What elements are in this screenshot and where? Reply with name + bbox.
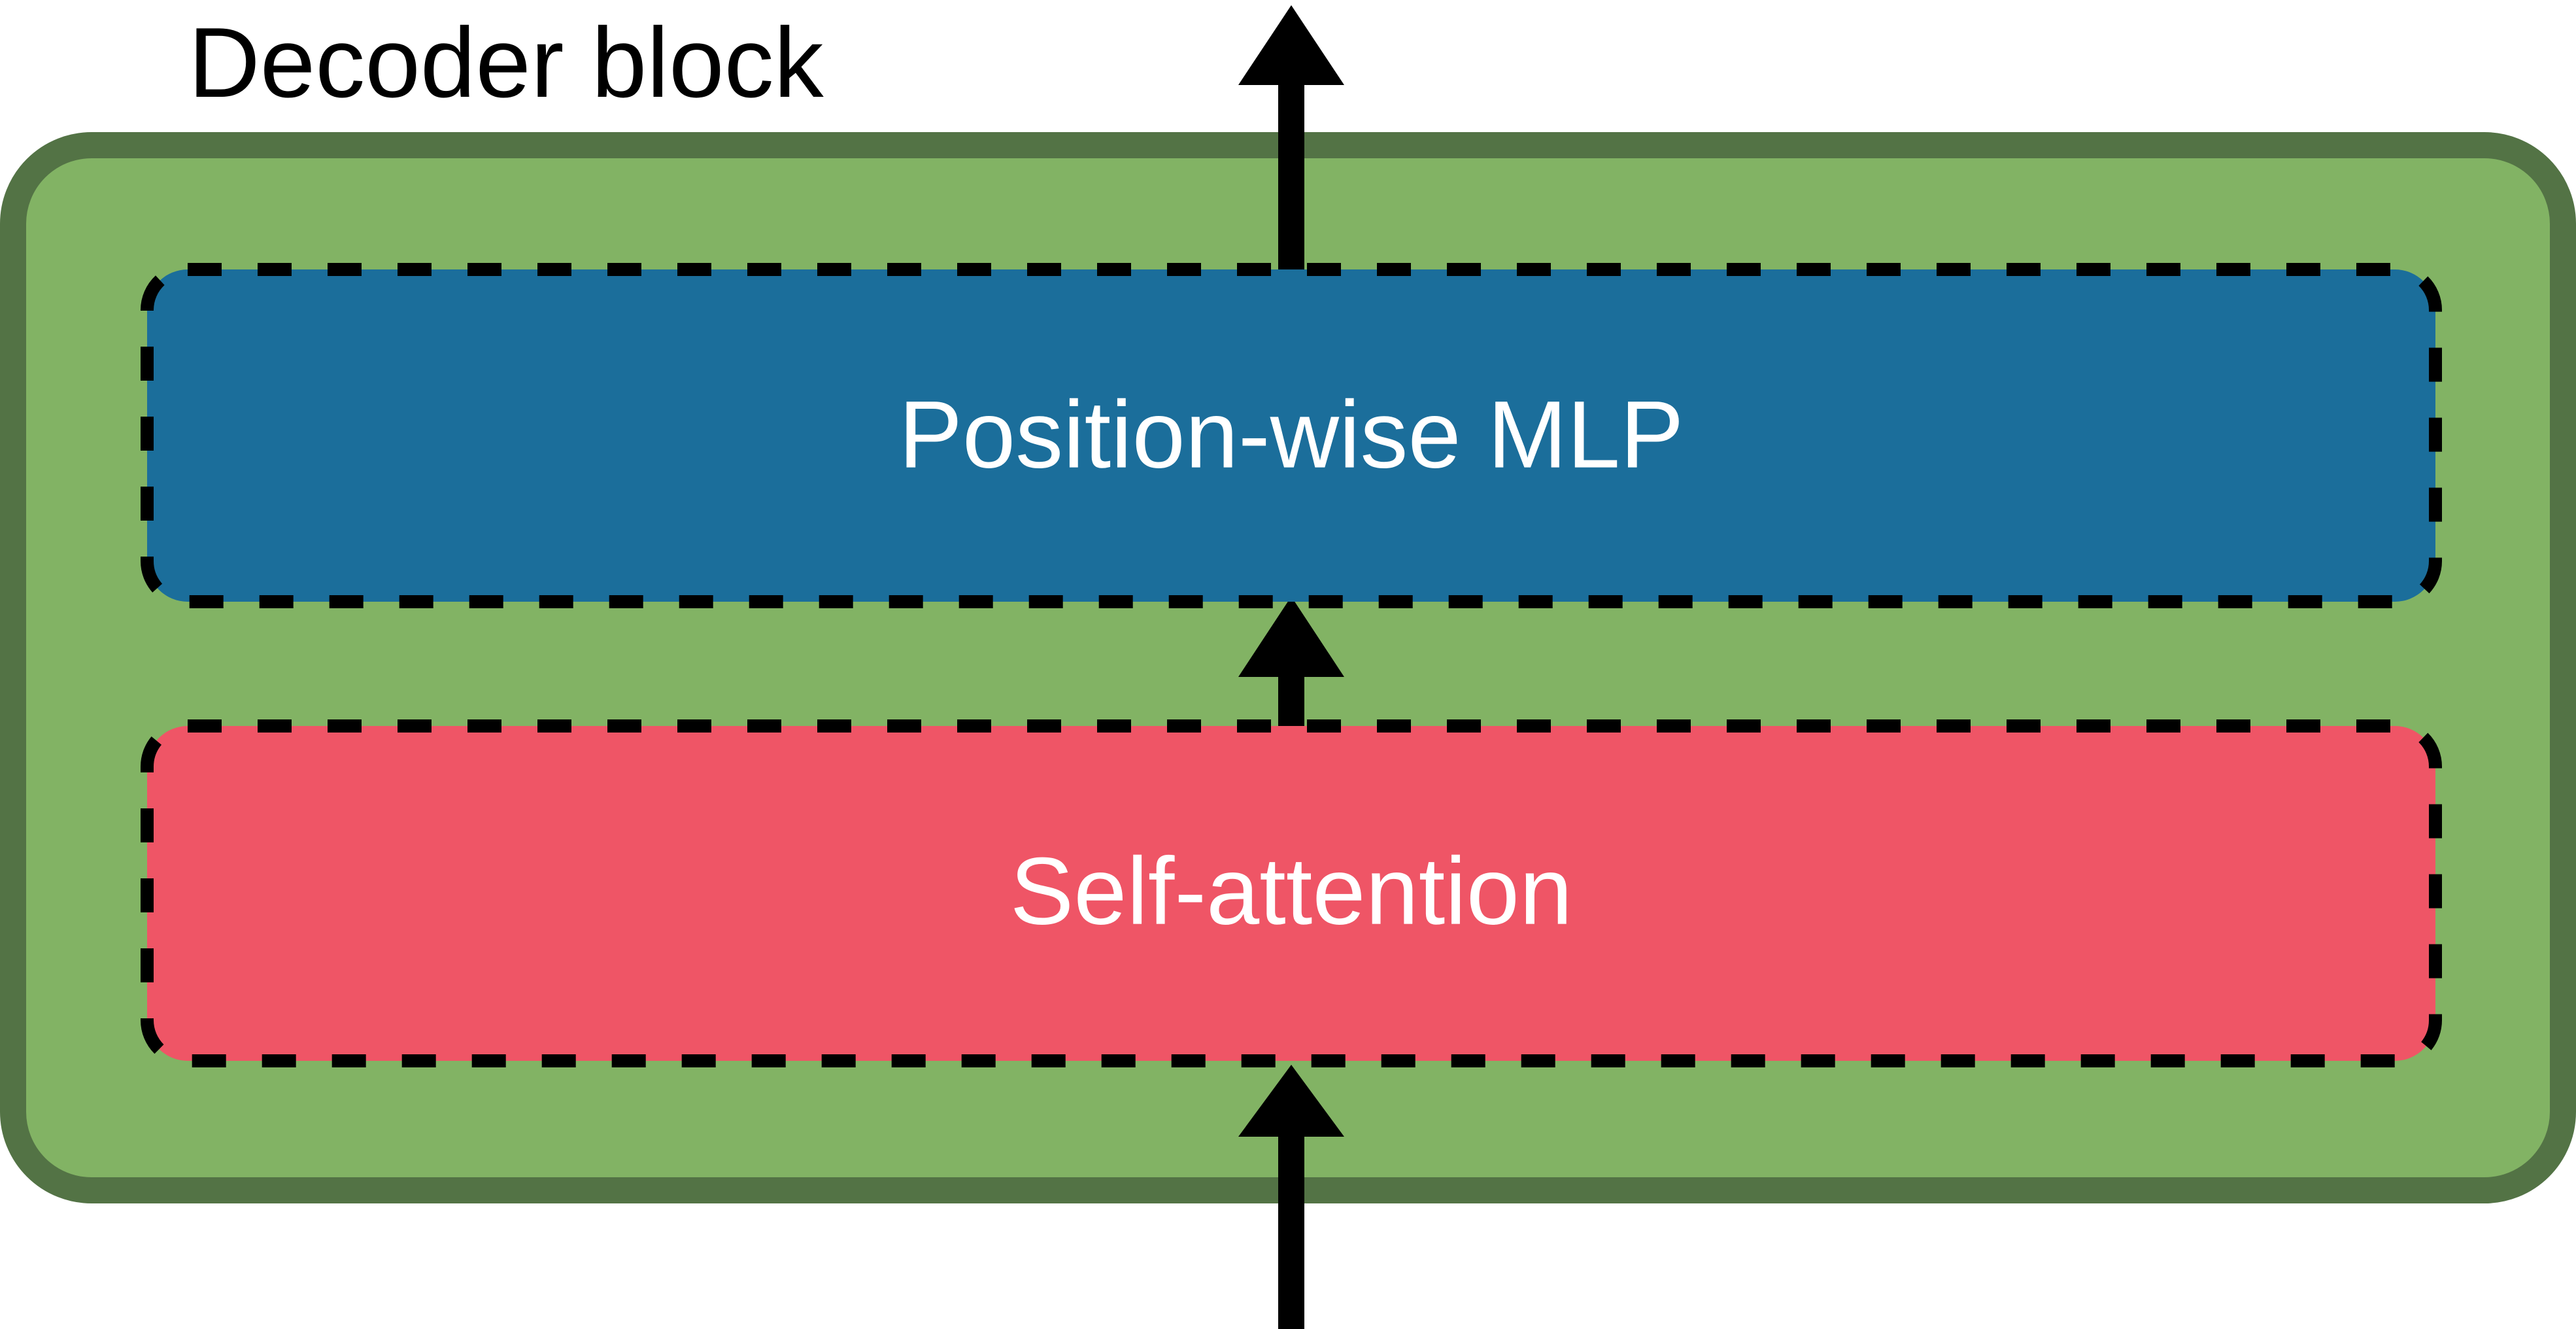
output-arrow	[1238, 5, 1344, 280]
self-attention-label: Self-attention	[1010, 838, 1572, 944]
mlp-arrow-head	[1238, 596, 1344, 677]
mlp-arrow-shaft	[1278, 674, 1304, 733]
position-wise-mlp-label: Position-wise MLP	[899, 381, 1684, 488]
input-arrow-head	[1238, 1065, 1344, 1137]
position-wise-mlp-block[interactable]: Position-wise MLP	[141, 263, 2442, 608]
input-arrow	[1238, 1065, 1344, 1329]
self-attention-rect[interactable]	[141, 719, 2442, 1067]
position-wise-mlp-rect[interactable]	[141, 263, 2442, 608]
self-attention-to-mlp-arrow	[1238, 596, 1344, 733]
self-attention-block[interactable]: Self-attention	[141, 719, 2442, 1067]
decoder-block-title: Decoder block	[188, 7, 824, 118]
input-arrow-shaft	[1278, 1112, 1304, 1329]
output-arrow-head	[1238, 5, 1344, 85]
output-arrow-shaft	[1278, 84, 1304, 280]
